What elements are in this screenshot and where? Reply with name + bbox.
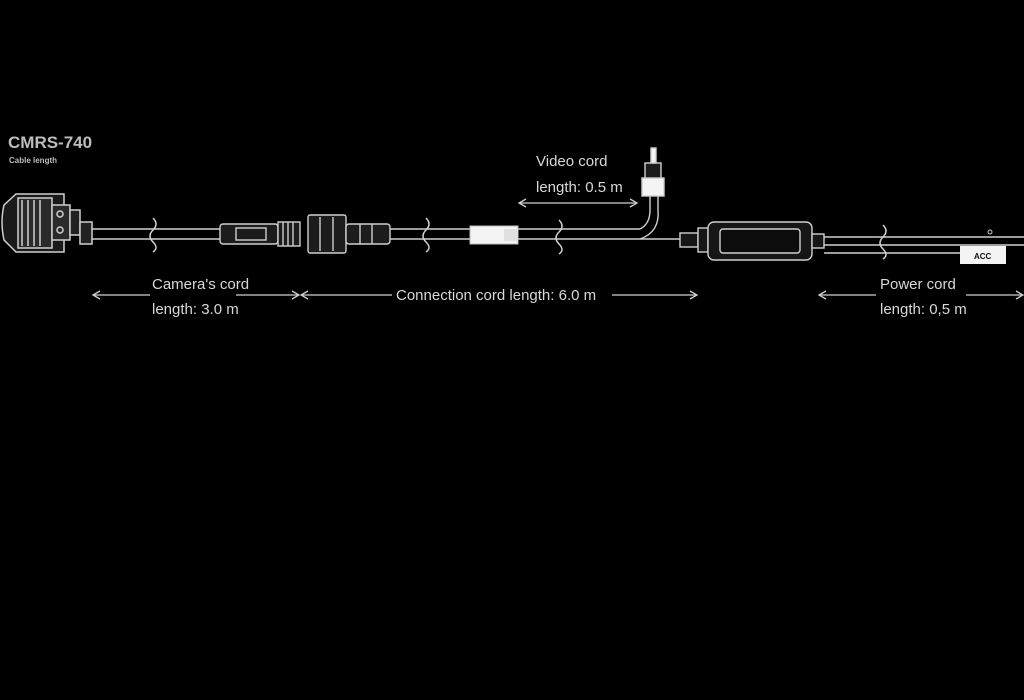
model-title: CMRS-740 xyxy=(8,133,92,152)
main-cable xyxy=(92,228,680,240)
camera-connector-male xyxy=(219,221,301,247)
dimension-arrows xyxy=(91,198,1024,300)
power-cord xyxy=(824,236,1024,254)
acc-pin xyxy=(987,229,993,235)
power-cord-label-line2: length: 0,5 m xyxy=(880,301,967,318)
video-cord-label-line2: length: 0.5 m xyxy=(536,179,623,196)
power-cord-label-line1: Power cord xyxy=(880,276,956,293)
camera-icon xyxy=(1,193,93,253)
video-cord-label-line1: Video cord xyxy=(536,153,607,170)
camera-connector-female xyxy=(307,214,391,254)
power-module xyxy=(679,221,825,261)
white-plug xyxy=(469,225,519,245)
acc-tag xyxy=(960,246,1006,264)
camera-cord-label-line1: Camera's cord xyxy=(152,276,249,293)
cable-break-marks xyxy=(149,217,887,260)
acc-label: ACC xyxy=(974,252,992,261)
rca-plug-icon xyxy=(641,147,665,197)
model-subtitle: Cable length xyxy=(9,156,57,165)
video-cord xyxy=(639,196,659,240)
camera-cord-label-line2: length: 3.0 m xyxy=(152,301,239,318)
connection-cord-label: Connection cord length: 6.0 m xyxy=(396,287,596,304)
